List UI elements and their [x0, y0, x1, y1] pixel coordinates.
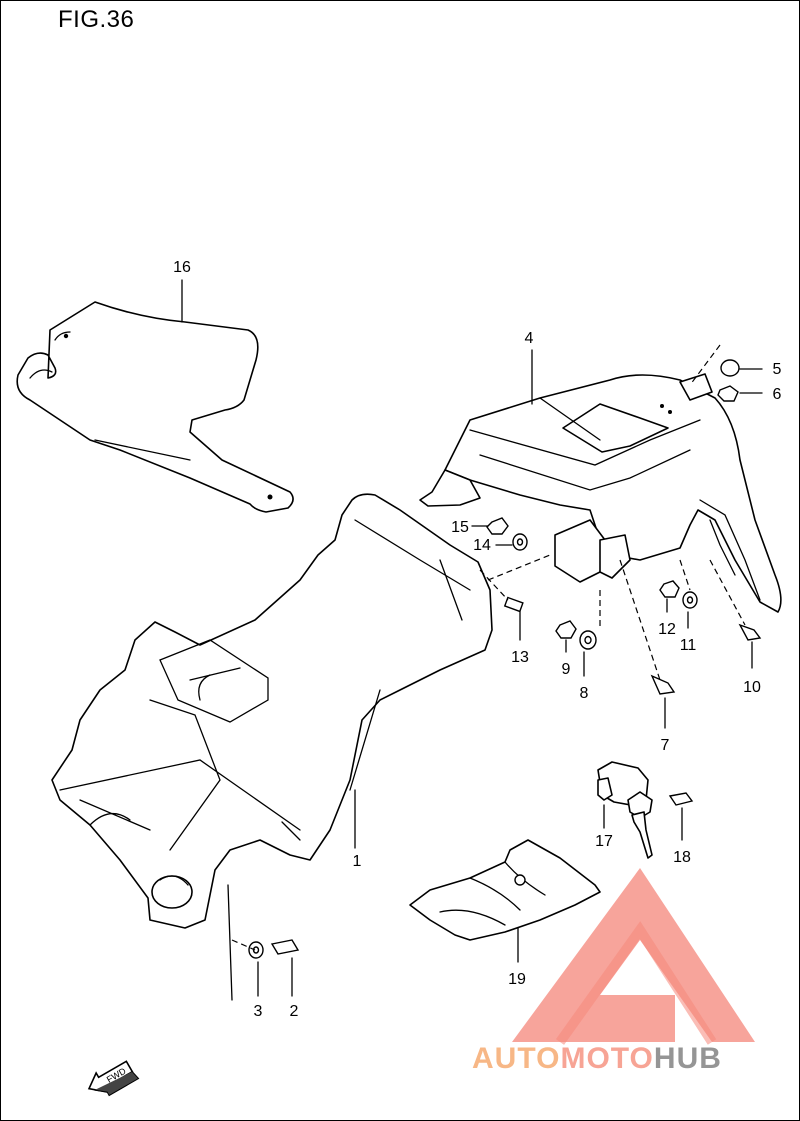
- callout-1: 1: [353, 853, 362, 870]
- part-1-inner-fender: [51, 493, 493, 1001]
- part-19-tool-bag: [409, 839, 601, 963]
- part-2-bolt: [270, 939, 300, 997]
- callout-5: 5: [773, 361, 782, 378]
- part-6-nut: [717, 385, 739, 402]
- callout-3: 3: [254, 1003, 263, 1020]
- part-16-shield: [16, 279, 294, 513]
- hardware-group: [248, 359, 762, 997]
- callout-labels: 16 4 5 6 15 14 13 9 8 12 11 10 7 1 17 18…: [173, 259, 781, 1020]
- callout-2: 2: [290, 1003, 299, 1020]
- watermark-triangle-icon: [512, 868, 755, 1042]
- assembly-lines: [231, 344, 746, 951]
- watermark-logo: AUTOMOTOHUB: [472, 868, 755, 1075]
- part-18-bolt: [668, 792, 694, 841]
- part-12-nut: [659, 580, 680, 598]
- callout-6: 6: [773, 386, 782, 403]
- callout-13: 13: [511, 649, 529, 666]
- part-10-bolt: [738, 623, 762, 669]
- leader-lines: [354, 368, 763, 849]
- callout-4: 4: [525, 330, 534, 347]
- part-4-rear-fender: [419, 349, 782, 613]
- callout-10: 10: [743, 679, 761, 696]
- part-7-bolt: [650, 674, 676, 729]
- part-5-grommet: [720, 359, 740, 377]
- callout-19: 19: [508, 971, 526, 988]
- fwd-arrow-icon: FWD: [87, 1060, 140, 1097]
- callout-11: 11: [680, 637, 697, 654]
- callout-12: 12: [658, 621, 676, 638]
- watermark-text-auto: AUTO: [472, 1042, 560, 1075]
- part-17-seat-lock: [597, 761, 653, 859]
- callout-7: 7: [661, 737, 670, 754]
- callout-9: 9: [562, 661, 571, 678]
- figure-title: FIG.36: [58, 6, 135, 33]
- callout-18: 18: [673, 849, 691, 866]
- callout-8: 8: [580, 685, 589, 702]
- svg-text:AUTOMOTOHUB: AUTOMOTOHUB: [472, 1042, 722, 1075]
- watermark-text-hub: HUB: [654, 1042, 722, 1075]
- callout-16: 16: [173, 259, 191, 276]
- callout-17: 17: [595, 833, 613, 850]
- part-15-nut: [486, 517, 509, 535]
- watermark-text-moto: MOTO: [560, 1042, 653, 1075]
- callout-15: 15: [451, 519, 469, 536]
- part-9-nut: [555, 620, 577, 639]
- callout-14: 14: [473, 537, 491, 554]
- part-13-bolt: [503, 596, 524, 641]
